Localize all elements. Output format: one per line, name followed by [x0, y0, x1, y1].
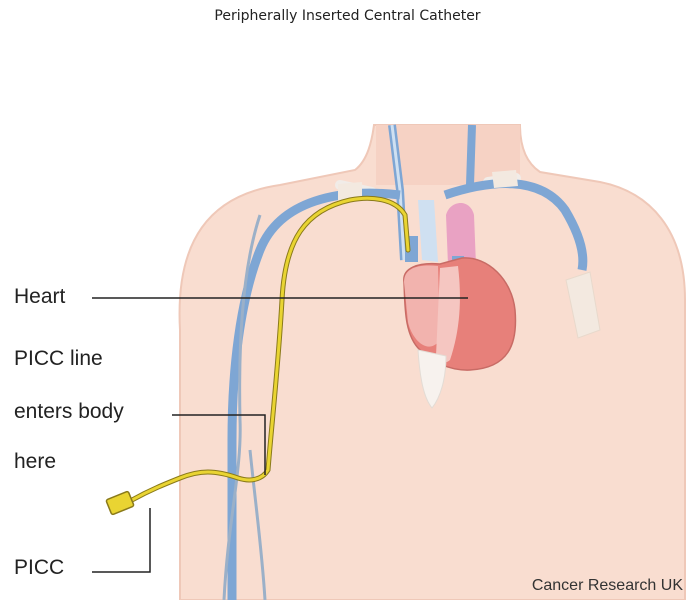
jugular-vein-right	[470, 125, 472, 185]
picc-connector	[106, 491, 134, 515]
label-entry-line3: here	[14, 450, 56, 474]
credit: Cancer Research UK	[532, 577, 683, 595]
label-entry-line1: PICC line	[14, 347, 103, 371]
dressing-top	[492, 170, 518, 188]
aorta	[446, 203, 476, 265]
leader-picc	[92, 508, 150, 572]
label-heart: Heart	[14, 285, 65, 309]
label-entry-line2: enters body	[14, 400, 124, 424]
label-picc: PICC	[14, 556, 64, 580]
